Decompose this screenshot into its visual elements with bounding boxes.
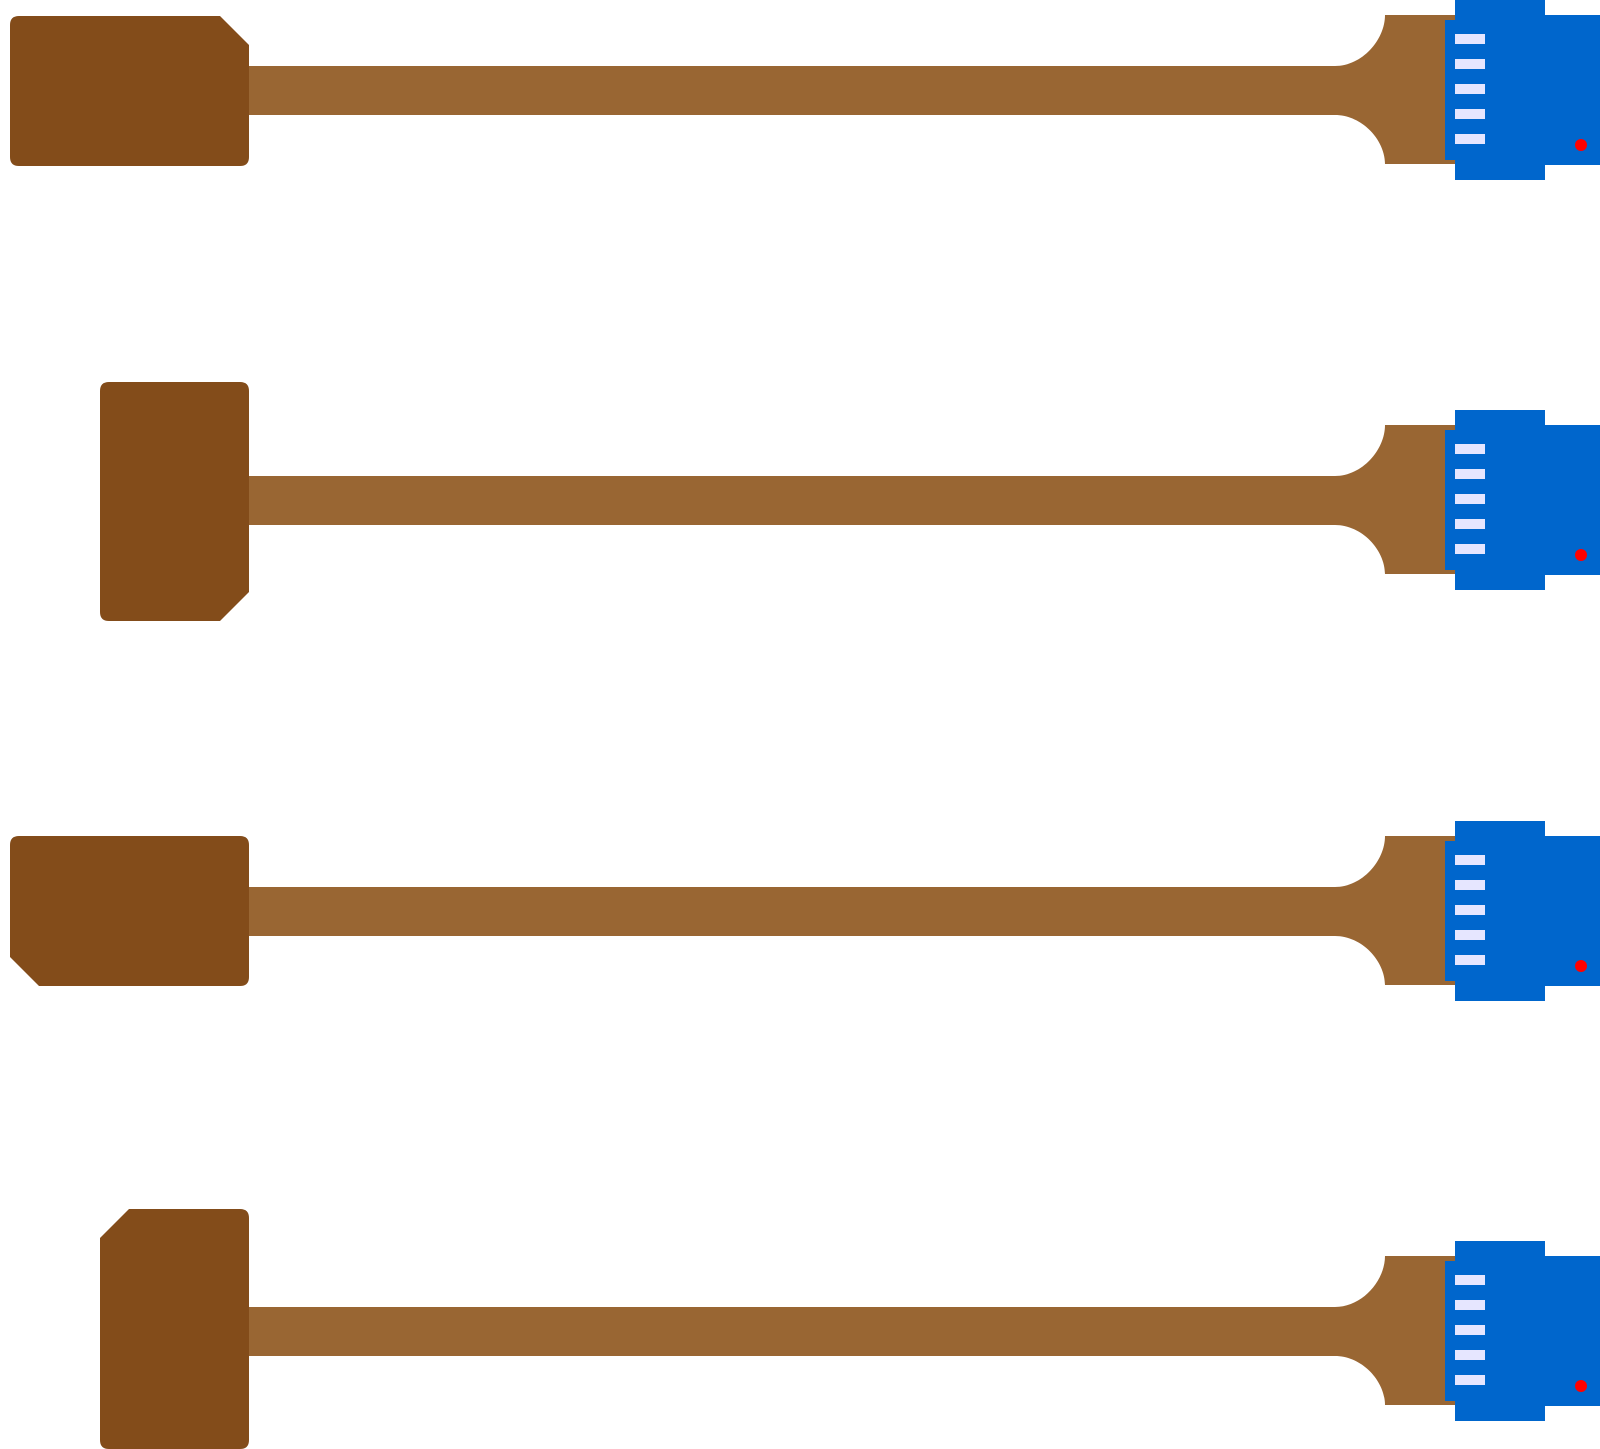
cable-strip xyxy=(245,1307,1340,1356)
connector-pin xyxy=(1455,1350,1485,1360)
connector-tail xyxy=(1544,15,1600,165)
connector-pin xyxy=(1455,544,1485,554)
indicator-dot xyxy=(1575,1380,1587,1392)
cable-flare xyxy=(1335,425,1460,574)
connector xyxy=(1445,821,1600,1001)
connector-pin xyxy=(1455,34,1485,44)
connector-pin xyxy=(1455,134,1485,144)
cable-strip xyxy=(245,66,1340,115)
indicator-dot xyxy=(1575,139,1587,151)
cable-end-body xyxy=(100,1209,249,1449)
indicator-dot xyxy=(1575,549,1587,561)
flex-cable xyxy=(100,1209,1600,1449)
connector-pin xyxy=(1455,109,1485,119)
connector-lip xyxy=(1445,841,1457,981)
connector-pin xyxy=(1455,59,1485,69)
connector-pin xyxy=(1455,1375,1485,1385)
connector-tail xyxy=(1544,1256,1600,1406)
connector-lip xyxy=(1445,1261,1457,1401)
cable-strip xyxy=(245,887,1340,936)
cable-flare xyxy=(1335,1256,1460,1405)
connector-tail xyxy=(1544,425,1600,575)
connector-tail xyxy=(1544,836,1600,986)
connector-pin xyxy=(1455,469,1485,479)
cable-end-body xyxy=(10,836,249,986)
connector-pin xyxy=(1455,494,1485,504)
connector-pin xyxy=(1455,905,1485,915)
connector-pin xyxy=(1455,1325,1485,1335)
connector-pin xyxy=(1455,1275,1485,1285)
connector-pin xyxy=(1455,84,1485,94)
indicator-dot xyxy=(1575,960,1587,972)
connector-pin xyxy=(1455,1300,1485,1310)
connector-lip xyxy=(1445,430,1457,570)
connector-pin xyxy=(1455,930,1485,940)
connector-lip xyxy=(1445,20,1457,160)
connector-pin xyxy=(1455,955,1485,965)
cable-flare xyxy=(1335,15,1460,164)
cable-flare xyxy=(1335,836,1460,985)
connector-pin xyxy=(1455,519,1485,529)
connector xyxy=(1445,0,1600,180)
cable-end-body xyxy=(100,382,249,621)
connector-pin xyxy=(1455,880,1485,890)
cable-strip xyxy=(245,476,1340,525)
flex-cable xyxy=(10,0,1600,180)
flex-cable xyxy=(100,382,1600,621)
cable-end-body xyxy=(10,16,249,166)
connector-pin xyxy=(1455,855,1485,865)
flex-cable xyxy=(10,821,1600,1001)
connector xyxy=(1445,410,1600,590)
connector xyxy=(1445,1241,1600,1421)
connector-pin xyxy=(1455,444,1485,454)
